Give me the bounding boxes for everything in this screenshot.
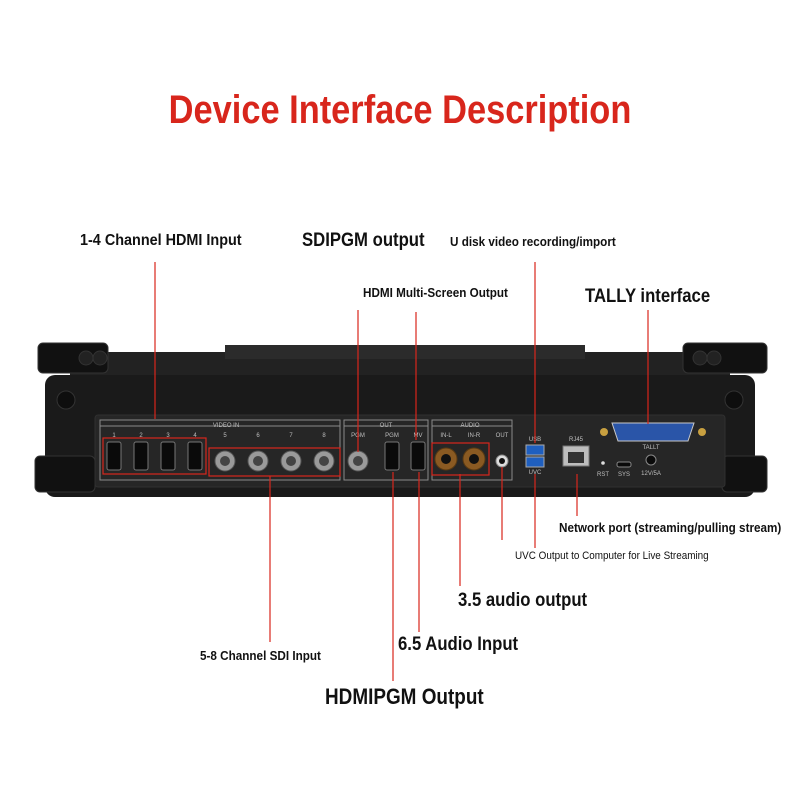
label-hdmi-multiscreen: HDMI Multi-Screen Output [363,285,508,300]
in-r-label: IN-R [468,433,481,439]
label-network: Network port (streaming/pulling stream) [559,520,782,535]
power-label: 12V/5A [641,471,661,477]
label-sdi-input: 5-8 Channel SDI Input [200,648,321,663]
rj45-label: RJ45 [569,437,584,443]
bnc-connector-icon [214,450,236,472]
port-number: 3 [166,433,170,439]
audio-label: AUDIO [460,423,479,429]
label-udisk: U disk video recording/import [450,234,616,249]
usb-port-icon [525,444,545,456]
port-number: 2 [139,433,143,439]
screw-icon [56,390,76,410]
label-audio-35: 3.5 audio output [458,590,588,611]
bnc-connector-icon [347,450,369,472]
usb-c-port-icon [616,461,632,468]
port-number: 7 [289,433,293,439]
port-number: 1 [112,433,116,439]
rst-label: RST [597,472,609,478]
hdmi-port-icon [410,441,426,471]
mini-jack-icon [495,454,509,468]
screw-icon [724,390,744,410]
label-audio-65: 6.5 Audio Input [398,634,519,655]
label-hdmi-pgm-output: HDMIPGM Output [325,684,484,709]
bnc-connector-icon [313,450,335,472]
sdi-inputs: 5 6 7 8 [214,433,335,472]
port-number: 5 [223,433,227,439]
hdmi-port-icon [160,441,176,471]
screw-icon [600,428,608,436]
leader-lines [154,262,649,681]
tally-connector-icon [611,422,695,442]
audio-out-label: OUT [496,433,509,439]
out-label: OUT [380,423,393,429]
hdmi-port-icon [106,441,122,471]
port-number: 8 [322,433,326,439]
reset-button[interactable] [601,461,605,465]
hdmi-port-icon [187,441,203,471]
mv-label: MV [414,433,423,439]
port-number: 6 [256,433,260,439]
tally-label: TALLT [642,445,659,451]
page-title: Device Interface Description [168,88,632,132]
video-in-section [99,419,341,481]
audio-jack-icon [434,447,458,471]
port-number: 4 [193,433,197,439]
corner-feet [34,342,768,493]
device-handle [225,345,585,359]
label-tally: TALLY interface [585,286,711,307]
label-sdi-pgm-output: SDIPGM output [302,230,425,251]
usb-port-icon [525,456,545,468]
hdmi-port-icon [133,441,149,471]
screw-icon [698,428,706,436]
bnc-connector-icon [280,450,302,472]
audio-jack-icon [462,447,486,471]
uvc-label: UVC [529,470,542,476]
hdmi-port-icon [384,441,400,471]
label-hdmi-input: 1-4 Channel HDMI Input [80,232,242,249]
video-in-label: VIDEO IN [213,423,239,429]
label-uvc: UVC Output to Computer for Live Streamin… [515,550,709,562]
bnc-connector-icon [247,450,269,472]
hdmi-inputs: 1 2 3 4 [106,433,203,471]
in-l-label: IN-L [440,433,452,439]
pgm-hdmi-label: PGM [385,433,399,439]
sys-label: SYS [618,472,630,478]
power-jack-icon [645,454,657,466]
